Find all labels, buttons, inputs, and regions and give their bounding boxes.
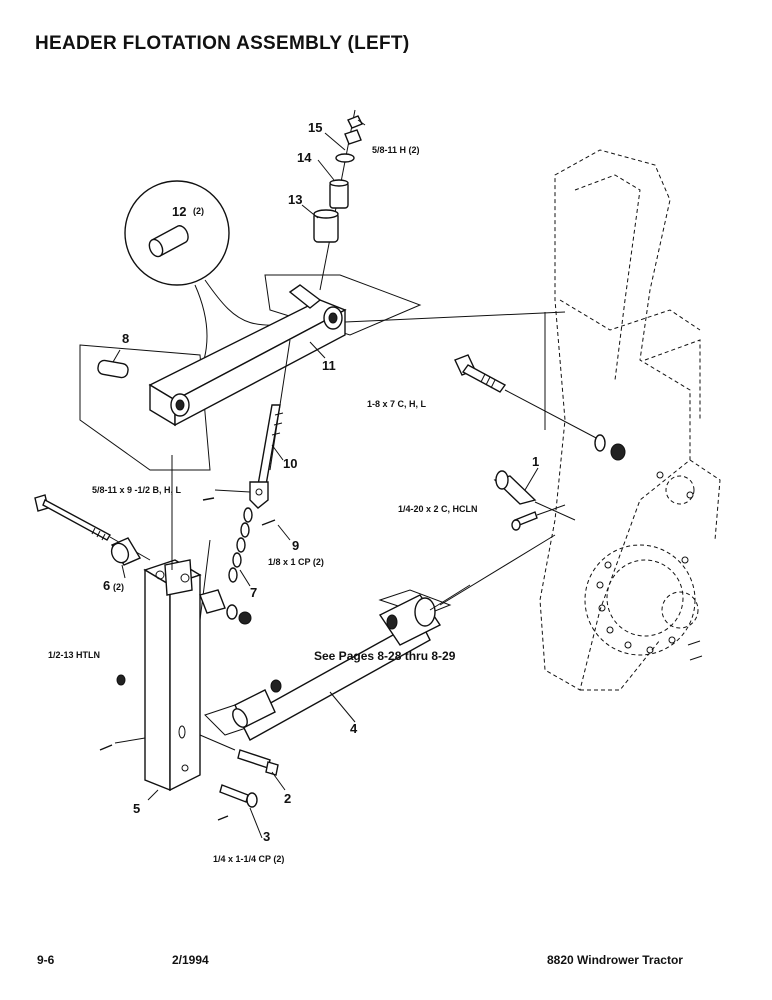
bracket-5 (143, 455, 211, 792)
callout-6: 6 (103, 578, 110, 593)
callout-3: 3 (263, 829, 270, 844)
leader-lines (112, 119, 539, 839)
callout-1: 1 (532, 454, 539, 469)
callout-12-qty: (2) (193, 206, 204, 216)
callout-4: 4 (350, 721, 358, 736)
footer-date: 2/1994 (172, 953, 209, 967)
chain-7 (228, 507, 276, 583)
top-hardware-stack (313, 109, 363, 291)
pin-1 (493, 470, 576, 521)
callout-13: 13 (288, 192, 302, 207)
small-bolt (511, 504, 566, 531)
callout-8: 8 (122, 331, 129, 346)
bracket-hardware (99, 589, 252, 751)
pin-3 (217, 784, 258, 821)
spec-cotter-small: 1/8 x 1 CP (2) (268, 557, 324, 567)
adjusting-rod-10 (202, 339, 291, 509)
footer-page-number: 9-6 (37, 953, 55, 967)
spacer-6 (110, 537, 142, 566)
spec-bolt-large: 1-8 x 7 C, H, L (367, 399, 427, 409)
spec-nut-top: 5/8-11 H (2) (372, 145, 420, 155)
see-pages-note: See Pages 8-28 thru 8-29 (314, 649, 456, 663)
callout-6-qty: (2) (113, 582, 124, 592)
pin-2 (237, 749, 279, 776)
tractor-frame-outline (539, 149, 721, 691)
washer-15 (335, 153, 355, 163)
large-bolt (454, 354, 626, 461)
flotation-arm-11 (79, 274, 566, 471)
spec-labels: 5/8-11 H (2) 1-8 x 7 C, H, L 1/4-20 x 2 … (48, 145, 478, 864)
spec-cotter-bottom: 1/4 x 1-1/4 CP (2) (213, 854, 284, 864)
callout-14: 14 (297, 150, 312, 165)
hydraulic-cylinder-4 (204, 534, 556, 741)
spec-locknut: 1/2-13 HTLN (48, 650, 100, 660)
callout-11: 11 (322, 358, 336, 373)
footer-model: 8820 Windrower Tractor (547, 953, 683, 967)
spec-bolt-small: 1/4-20 x 2 C, HCLN (398, 504, 478, 514)
callout-12: 12 (172, 204, 186, 219)
callout-2: 2 (284, 791, 291, 806)
callout-15: 15 (308, 120, 322, 135)
callout-7: 7 (250, 585, 257, 600)
nut-top (347, 115, 363, 129)
callout-10: 10 (283, 456, 297, 471)
detail-bubble-12 (124, 180, 326, 401)
callout-9: 9 (292, 538, 299, 553)
spacer-8 (97, 359, 129, 379)
callout-5: 5 (133, 801, 140, 816)
callout-numbers: 1 2 3 4 5 6 (2) 7 8 9 10 11 12 (2) 13 14… (103, 120, 539, 844)
spec-bolt-long: 5/8-11 x 9 -1/2 B, H, L (92, 485, 182, 495)
page-title: HEADER FLOTATION ASSEMBLY (LEFT) (35, 33, 410, 54)
